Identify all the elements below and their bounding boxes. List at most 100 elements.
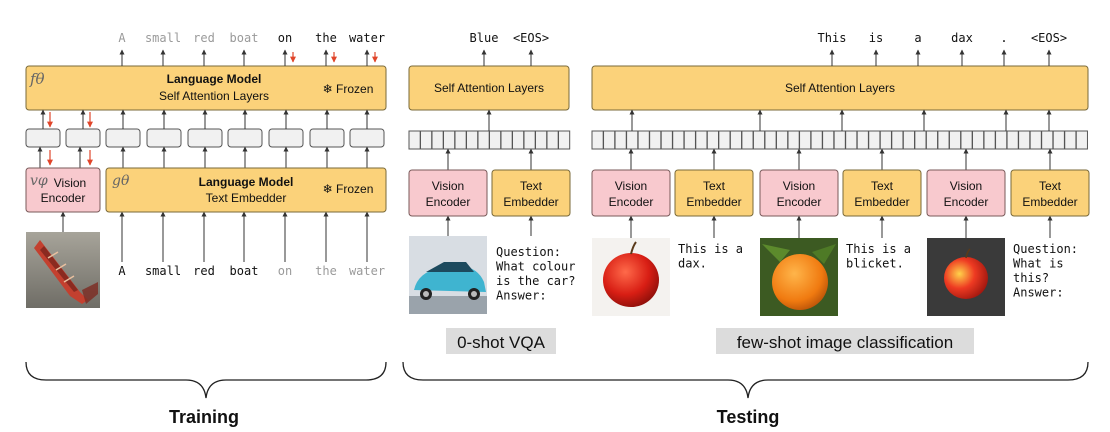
fewshot-embedding-strip bbox=[591, 130, 1088, 150]
fewshot-embedding-cell bbox=[937, 130, 950, 150]
fewshot-vision-label-2: Encoder bbox=[777, 195, 822, 209]
training-input-token: red bbox=[193, 264, 215, 278]
fewshot-embedding-cell bbox=[914, 130, 927, 150]
fewshot-embedding-cell bbox=[868, 130, 881, 150]
vqa-text-embedder-box: Text Embedder bbox=[491, 169, 571, 217]
fewshot-vision-label-1: Vision bbox=[615, 179, 647, 193]
fewshot-embedding-cell bbox=[799, 130, 812, 150]
fewshot-embedding-cell bbox=[983, 130, 996, 150]
f-theta-symbol: fθ bbox=[29, 70, 45, 88]
g-theta-symbol: gθ bbox=[112, 173, 130, 189]
fewshot-output-token: is bbox=[869, 31, 883, 45]
fewshot-embedding-cell bbox=[660, 130, 673, 150]
vqa-embedding-cell bbox=[443, 130, 456, 150]
fewshot-vision-label-2: Encoder bbox=[944, 195, 989, 209]
fewshot-text-label-2: Embedder bbox=[686, 195, 741, 209]
training-output-token: small bbox=[145, 31, 181, 45]
testing-brace bbox=[402, 361, 1089, 399]
fewshot-embedding-cell bbox=[591, 130, 604, 150]
fewshot-prompt-line: this? bbox=[1013, 271, 1049, 285]
training-embedding-token-box bbox=[65, 128, 101, 148]
fewshot-caption-text: few-shot image classification bbox=[737, 333, 953, 352]
training-output-token: A bbox=[118, 31, 126, 45]
fewshot-embedding-cell bbox=[925, 130, 939, 150]
fewshot-prompt-line: This is a bbox=[678, 242, 743, 256]
fewshot-embedding-cell bbox=[902, 130, 916, 150]
fewshot-embedding-cell bbox=[822, 130, 835, 150]
fewshot-vision-label-1: Vision bbox=[783, 179, 815, 193]
training-embedding-token-box bbox=[268, 128, 304, 148]
vqa-embedding-cell bbox=[558, 130, 571, 150]
fewshot-output-token: This bbox=[818, 31, 847, 45]
training-arrows bbox=[37, 49, 378, 262]
fewshot-embedding-cell bbox=[672, 130, 685, 150]
fewshot-embedding-cell bbox=[891, 130, 904, 150]
fewshot-embedding-cell bbox=[1052, 130, 1065, 150]
training-input-token: the bbox=[315, 264, 337, 278]
training-input-token: small bbox=[145, 264, 181, 278]
vqa-caption: 0-shot VQA bbox=[446, 328, 556, 354]
vqa-embedding-cell bbox=[408, 130, 421, 150]
fewshot-embedding-cell bbox=[637, 130, 650, 150]
apple-image-2 bbox=[927, 238, 1005, 316]
vqa-embedding-cell bbox=[489, 130, 502, 150]
vqa-attention-label: Self Attention Layers bbox=[434, 81, 544, 95]
fewshot-embedding-cell bbox=[752, 130, 766, 150]
fewshot-embedding-cell bbox=[833, 130, 846, 150]
fewshot-embedding-cell bbox=[787, 130, 800, 150]
fewshot-text-embedder-box bbox=[842, 169, 922, 217]
fewshot-arrows bbox=[628, 49, 1053, 238]
fewshot-vision-encoder-box bbox=[926, 169, 1006, 217]
fewshot-embedding-cell bbox=[1018, 130, 1031, 150]
training-output-token: boat bbox=[230, 31, 259, 45]
vqa-embedding-strip bbox=[408, 130, 571, 150]
fewshot-text-label-1: Text bbox=[871, 179, 894, 193]
fewshot-output-token: <EOS> bbox=[1031, 31, 1067, 45]
fewshot-embedding-cell bbox=[960, 130, 973, 150]
fewshot-embedding-cell bbox=[856, 130, 869, 150]
fewshot-embedding-cell bbox=[741, 130, 754, 150]
fewshot-embedding-cell bbox=[810, 130, 823, 150]
training-embedding-token-box bbox=[349, 128, 385, 148]
training-lm-frozen-label: ❄ Frozen bbox=[323, 82, 374, 96]
fewshot-attention-box: Self Attention Layers bbox=[591, 65, 1089, 111]
vqa-embedding-cell bbox=[420, 130, 433, 150]
vqa-vision-label-1: Vision bbox=[432, 179, 464, 193]
fewshot-vision-label-2: Encoder bbox=[609, 195, 654, 209]
fewshot-prompt-line: This is a bbox=[846, 242, 911, 256]
training-vision-label-2: Encoder bbox=[41, 191, 86, 205]
training-text-embedder-box: gθ Language Model Text Embedder ❄ Frozen bbox=[105, 167, 387, 213]
v-phi-symbol: vφ bbox=[30, 173, 48, 189]
fewshot-embedding-cell bbox=[764, 130, 777, 150]
fewshot-embedding-cell bbox=[695, 130, 708, 150]
fewshot-embedding-cell bbox=[1075, 130, 1088, 150]
training-input-token: A bbox=[118, 264, 126, 278]
vqa-vision-encoder-box: Vision Encoder bbox=[408, 169, 488, 217]
training-embedding-token-box bbox=[309, 128, 345, 148]
fewshot-embedding-cell bbox=[1029, 130, 1042, 150]
fewshot-text-label-1: Text bbox=[1039, 179, 1062, 193]
training-output-token: the bbox=[315, 31, 337, 45]
training-lm-title: Language Model bbox=[167, 72, 262, 86]
fewshot-embedding-cell bbox=[1006, 130, 1019, 150]
fewshot-text-label-1: Text bbox=[703, 179, 726, 193]
training-embedding-token-box bbox=[25, 128, 61, 148]
fewshot-prompt-line: What is bbox=[1013, 257, 1064, 271]
training-embed-subtitle: Text Embedder bbox=[206, 191, 287, 205]
training-embedding-token-box bbox=[187, 128, 223, 148]
training-brace bbox=[25, 361, 387, 399]
fewshot-embedding-cell bbox=[683, 130, 696, 150]
vqa-embedding-cell bbox=[431, 130, 444, 150]
vqa-vision-label-2: Encoder bbox=[426, 195, 471, 209]
fewshot-embedding-cell bbox=[706, 130, 719, 150]
fewshot-text-embedder-box bbox=[674, 169, 754, 217]
vqa-embedding-cell bbox=[466, 130, 479, 150]
fewshot-vision-label-1: Vision bbox=[950, 179, 982, 193]
fewshot-text-label-2: Embedder bbox=[1022, 195, 1077, 209]
vqa-arrows bbox=[445, 49, 534, 236]
orange-image bbox=[760, 238, 838, 316]
